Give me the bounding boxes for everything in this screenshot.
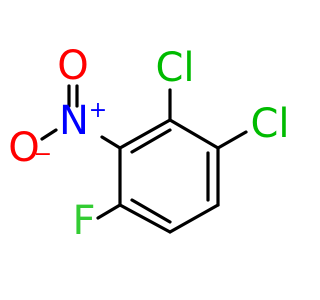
bond-c-n xyxy=(100,135,122,150)
nitrogen-charge-label: + xyxy=(89,98,107,123)
ring-bond-1 xyxy=(118,118,172,150)
bond-c-f xyxy=(96,203,122,220)
ring-double-bond-inner-1 xyxy=(130,128,172,154)
bond-c-cl-right xyxy=(216,130,248,150)
chlorine-top-label: Cl xyxy=(155,45,194,91)
molecule-structure: Cl Cl F N + O O − xyxy=(8,43,289,244)
ring-bond-5 xyxy=(118,203,172,234)
fluorine-label: F xyxy=(72,198,95,244)
nitrogen-label: N xyxy=(59,98,89,144)
oxygen-top-label: O xyxy=(57,43,88,89)
bond-n-o-single xyxy=(40,128,58,141)
chlorine-right-label: Cl xyxy=(250,101,289,147)
oxygen-charge-label: − xyxy=(34,142,52,167)
ring-bond-2 xyxy=(168,118,220,150)
ring-double-bond-inner-3 xyxy=(130,198,172,224)
atom-labels: Cl Cl F N + O O − xyxy=(8,43,289,244)
bonds xyxy=(40,84,248,234)
oxygen-left-label: O xyxy=(8,125,39,171)
ring-bond-4 xyxy=(168,203,220,234)
